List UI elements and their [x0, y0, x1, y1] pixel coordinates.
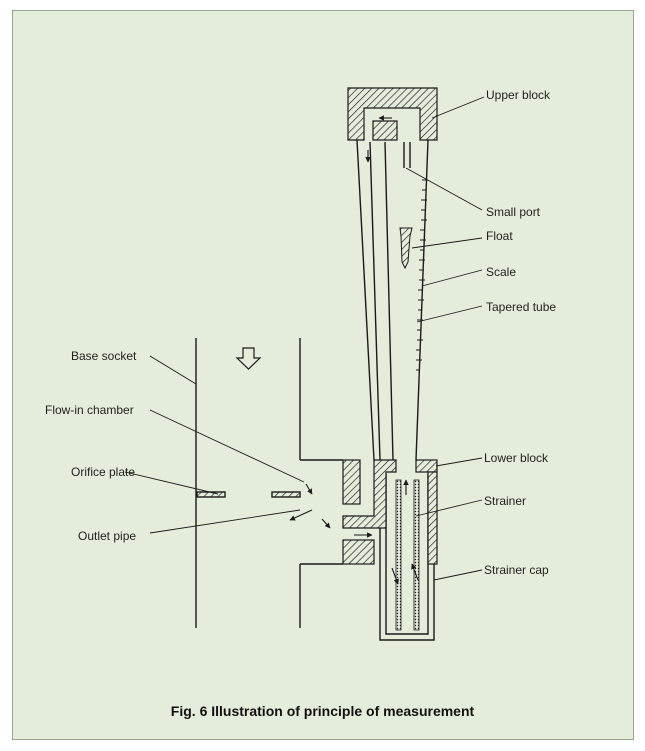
label-orifice-plate: Orifice plate: [71, 465, 136, 479]
label-base-socket: Base socket: [71, 349, 137, 363]
leader-lines: [124, 96, 485, 581]
scale-ticks: [416, 179, 428, 371]
figure-panel: [12, 10, 634, 740]
strainer-cap: [379, 474, 435, 641]
float: [399, 227, 413, 270]
tube-inner-left: [369, 141, 381, 461]
label-tapered-tube: Tapered tube: [486, 300, 557, 314]
tapered-tube-left: [356, 139, 375, 461]
figure-caption: Fig. 6 Illustration of principle of meas…: [170, 703, 475, 719]
upper-block-core: [372, 120, 398, 141]
flow-direction-arrow: [235, 347, 262, 370]
label-small-port: Small port: [486, 205, 541, 219]
strainer-left: [395, 479, 402, 631]
lower-block: [342, 459, 438, 565]
tube-inner-right: [384, 141, 394, 461]
label-strainer: Strainer: [484, 494, 527, 508]
strainer-right: [413, 479, 420, 631]
label-strainer-cap: Strainer cap: [484, 563, 549, 577]
label-lower-block: Lower block: [484, 451, 549, 465]
label-scale: Scale: [486, 265, 517, 279]
orifice-plate-right: [271, 491, 301, 498]
label-outlet-pipe: Outlet pipe: [78, 529, 137, 543]
label-upper-block: Upper block: [486, 88, 551, 102]
strainer-cap-inner: [385, 474, 429, 635]
label-flow-in-chamber: Flow-in chamber: [45, 403, 134, 417]
label-float: Float: [486, 229, 513, 243]
upper-block: [347, 87, 438, 141]
flow-arrows: [289, 115, 419, 585]
